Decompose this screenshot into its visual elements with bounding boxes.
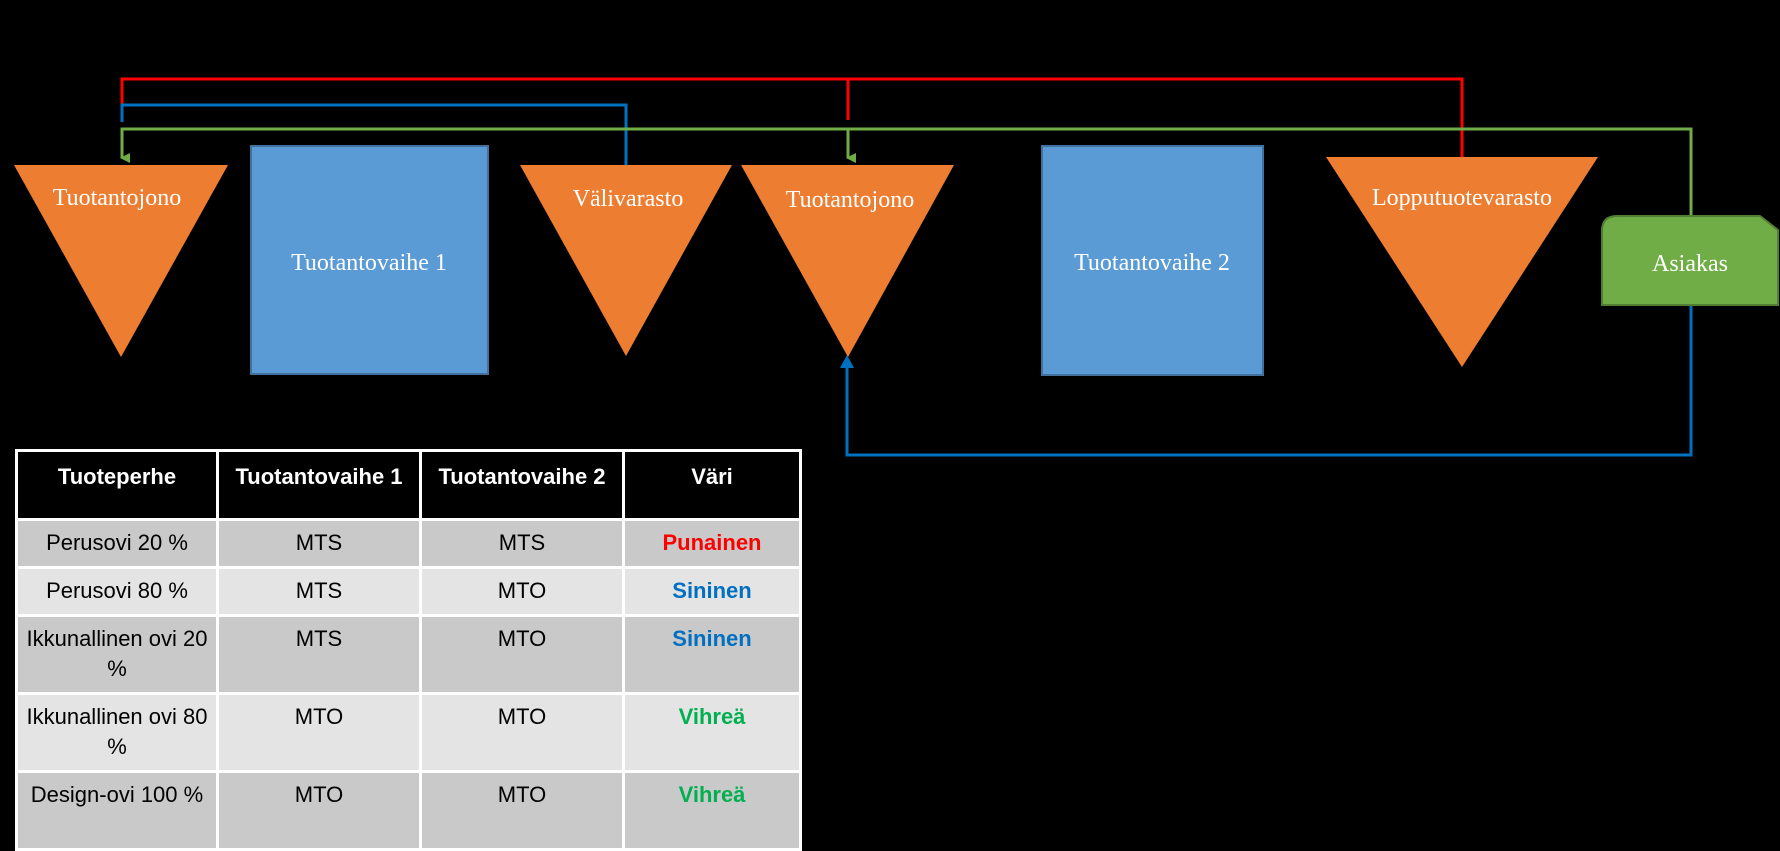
cell-product-family: Ikkunallinen ovi 80 %	[15, 692, 219, 773]
table-row: Perusovi 20 % MTS MTS Punainen	[15, 518, 802, 569]
cell-product-family: Perusovi 80 %	[15, 566, 219, 617]
arrow-up-icon	[840, 355, 854, 368]
customer-box	[1601, 215, 1779, 306]
intermediate-stock-triangle	[520, 165, 732, 356]
queue-1-label: Tuotantojono	[53, 185, 181, 211]
cell-color: Vihreä	[622, 770, 802, 851]
customer-label: Asiakas	[1652, 251, 1728, 277]
blue-flow-line-top	[120, 103, 628, 166]
table-row: Ikkunallinen ovi 20 % MTS MTO Sininen	[15, 614, 802, 695]
stage-2-label: Tuotantovaihe 2	[1074, 250, 1230, 276]
cell-stage-2: MTO	[419, 770, 625, 851]
cell-stage-1: MTS	[216, 566, 422, 617]
table-row: Perusovi 80 % MTS MTO Sininen	[15, 566, 802, 617]
table-header-row: Tuoteperhe Tuotantovaihe 1 Tuotantovaihe…	[15, 449, 802, 521]
header-stage-2: Tuotantovaihe 2	[419, 449, 625, 521]
cell-color: Vihreä	[622, 692, 802, 773]
cell-product-family: Perusovi 20 %	[15, 518, 219, 569]
stage-2-box	[1041, 145, 1264, 376]
header-stage-1: Tuotantovaihe 1	[216, 449, 422, 521]
table-row: Ikkunallinen ovi 80 % MTO MTO Vihreä	[15, 692, 802, 773]
product-family-table-container: Tuoteperhe Tuotantovaihe 1 Tuotantovaihe…	[15, 449, 802, 851]
cell-product-family: Design-ovi 100 %	[15, 770, 219, 851]
queue-2-label: Tuotantojono	[786, 187, 914, 213]
product-family-table: Tuoteperhe Tuotantovaihe 1 Tuotantovaihe…	[15, 449, 802, 851]
cell-product-family: Ikkunallinen ovi 20 %	[15, 614, 219, 695]
final-stock-label: Lopputuotevarasto	[1372, 185, 1552, 211]
header-product-family: Tuoteperhe	[15, 449, 219, 521]
stage-1-box	[250, 145, 489, 375]
cell-stage-2: MTS	[419, 518, 625, 569]
cell-color: Punainen	[622, 518, 802, 569]
cell-color: Sininen	[622, 566, 802, 617]
cell-stage-1: MTO	[216, 692, 422, 773]
cell-stage-1: MTS	[216, 518, 422, 569]
cell-stage-1: MTO	[216, 770, 422, 851]
cell-stage-2: MTO	[419, 692, 625, 773]
cell-stage-2: MTO	[419, 614, 625, 695]
final-stock-triangle	[1326, 157, 1598, 367]
table-row: Design-ovi 100 % MTO MTO Vihreä	[15, 770, 802, 851]
blue-flow-line-bottom	[840, 306, 1693, 457]
cell-stage-2: MTO	[419, 566, 625, 617]
red-flow-lines	[120, 77, 1464, 158]
cell-color: Sininen	[622, 614, 802, 695]
green-flow-lines	[120, 127, 1693, 216]
cell-stage-1: MTS	[216, 614, 422, 695]
queue-1-triangle	[14, 165, 228, 357]
queue-2-triangle	[741, 165, 954, 357]
intermediate-stock-label: Välivarasto	[573, 186, 684, 212]
stage-1-label: Tuotantovaihe 1	[291, 250, 447, 276]
header-color: Väri	[622, 449, 802, 521]
